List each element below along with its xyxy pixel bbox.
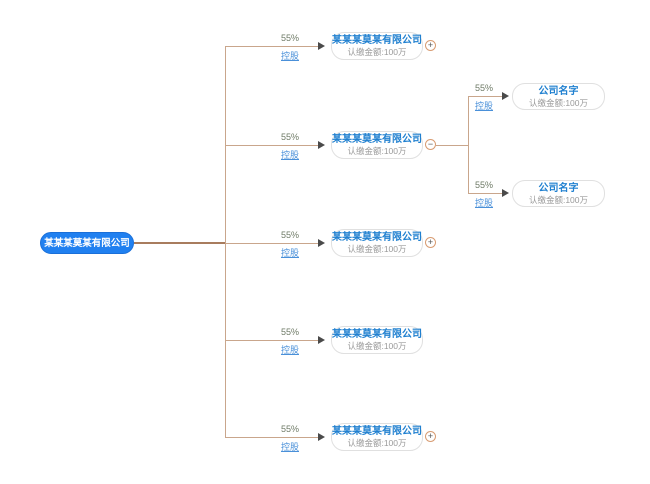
edge-line-horizontal <box>436 145 468 146</box>
arrowhead-icon <box>318 42 325 50</box>
company-name: 某某某莫某有限公司 <box>332 35 422 46</box>
edge-line-root <box>134 242 225 244</box>
subscribed-amount: 认缴金额:100万 <box>347 438 407 448</box>
holding-link[interactable]: 控股 <box>280 248 299 258</box>
holding-link[interactable]: 控股 <box>280 51 299 61</box>
subscribed-amount: 认缴金额:100万 <box>347 341 407 351</box>
company-name: 公司名字 <box>538 183 579 194</box>
company-node[interactable]: 公司名字 认缴金额:100万 <box>512 180 605 207</box>
arrowhead-icon <box>318 433 325 441</box>
company-name: 某某某莫某有限公司 <box>332 329 422 340</box>
arrowhead-icon <box>318 239 325 247</box>
subscribed-amount: 认缴金额:100万 <box>528 195 589 205</box>
ownership-percent-label: 55% <box>280 327 299 337</box>
company-name: 某某某莫某有限公司 <box>332 232 422 243</box>
ownership-percent-label: 55% <box>280 230 299 240</box>
company-name: 公司名字 <box>538 86 579 97</box>
edge-line-horizontal <box>225 437 318 438</box>
edge-line-horizontal <box>225 145 318 146</box>
expand-icon[interactable]: + <box>425 40 436 51</box>
expand-icon[interactable]: + <box>425 237 436 248</box>
root-company-label: 某某某莫某有限公司 <box>44 238 130 249</box>
subscribed-amount: 认缴金额:100万 <box>347 146 407 156</box>
ownership-percent-label: 55% <box>474 180 493 190</box>
holding-link[interactable]: 控股 <box>474 101 493 111</box>
arrowhead-icon <box>318 141 325 149</box>
subscribed-amount: 认缴金额:100万 <box>347 47 407 57</box>
subscribed-amount: 认缴金额:100万 <box>347 244 407 254</box>
edge-line-vertical <box>468 96 469 193</box>
ownership-percent-label: 55% <box>280 33 299 43</box>
holding-link[interactable]: 控股 <box>474 198 493 208</box>
company-node[interactable]: 某某某莫某有限公司 认缴金额:100万 <box>331 131 423 159</box>
holding-link[interactable]: 控股 <box>280 442 299 452</box>
ownership-percent-label: 55% <box>474 83 493 93</box>
company-node[interactable]: 某某某莫某有限公司 认缴金额:100万 <box>331 423 423 451</box>
holding-link[interactable]: 控股 <box>280 150 299 160</box>
company-name: 某某某莫某有限公司 <box>332 426 422 437</box>
edge-line-horizontal <box>468 193 502 194</box>
collapse-icon[interactable]: − <box>425 139 436 150</box>
ownership-percent-label: 55% <box>280 132 299 142</box>
ownership-percent-label: 55% <box>280 424 299 434</box>
root-company-node[interactable]: 某某某莫某有限公司 <box>40 232 134 254</box>
arrowhead-icon <box>502 189 509 197</box>
edge-line-horizontal <box>225 46 318 47</box>
edge-line-trunk <box>225 46 226 437</box>
edge-line-horizontal <box>468 96 502 97</box>
company-node[interactable]: 某某某莫某有限公司 认缴金额:100万 <box>331 326 423 354</box>
company-node[interactable]: 某某某莫某有限公司 认缴金额:100万 <box>331 32 423 60</box>
edge-line-horizontal <box>225 243 318 244</box>
holding-link[interactable]: 控股 <box>280 345 299 355</box>
arrowhead-icon <box>318 336 325 344</box>
edge-line-horizontal <box>225 340 318 341</box>
expand-icon[interactable]: + <box>425 431 436 442</box>
company-name: 某某某莫某有限公司 <box>332 134 422 145</box>
arrowhead-icon <box>502 92 509 100</box>
subscribed-amount: 认缴金额:100万 <box>528 98 589 108</box>
company-node[interactable]: 公司名字 认缴金额:100万 <box>512 83 605 110</box>
company-node[interactable]: 某某某莫某有限公司 认缴金额:100万 <box>331 229 423 257</box>
